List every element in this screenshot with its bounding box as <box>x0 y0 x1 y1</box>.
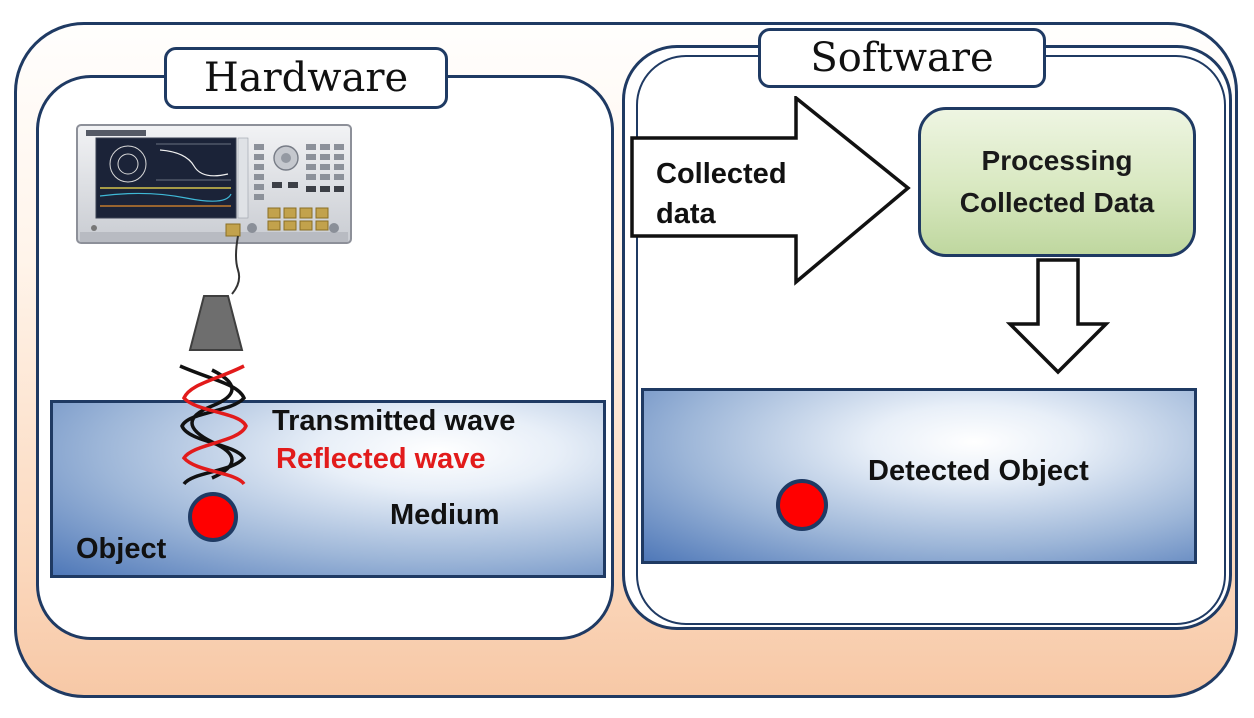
horn-antenna-icon <box>188 295 244 351</box>
hardware-title: Hardware <box>164 47 448 109</box>
object-dot <box>188 492 238 542</box>
processing-label-line2: Collected Data <box>959 187 1155 218</box>
processing-label-line1: Processing <box>981 145 1133 176</box>
medium-region <box>50 400 606 578</box>
object-label: Object <box>76 533 167 565</box>
detected-object-dot <box>776 479 828 531</box>
collected-data-label-line1: Collected <box>656 158 787 190</box>
transmitted-wave-label: Transmitted wave <box>272 405 516 437</box>
detected-object-region <box>641 388 1197 564</box>
software-title: Software <box>758 28 1046 88</box>
collected-data-label-line2: data <box>656 198 716 230</box>
medium-label: Medium <box>390 499 500 531</box>
wave-icon <box>179 364 248 486</box>
processing-box: Processing Collected Data <box>918 107 1196 257</box>
reflected-wave-label: Reflected wave <box>276 443 486 475</box>
arrow-right-icon <box>630 96 911 286</box>
cable-icon <box>231 236 241 295</box>
detected-object-label: Detected Object <box>868 455 1089 487</box>
network-analyzer-icon <box>76 124 352 244</box>
arrow-down-icon <box>1006 258 1110 375</box>
